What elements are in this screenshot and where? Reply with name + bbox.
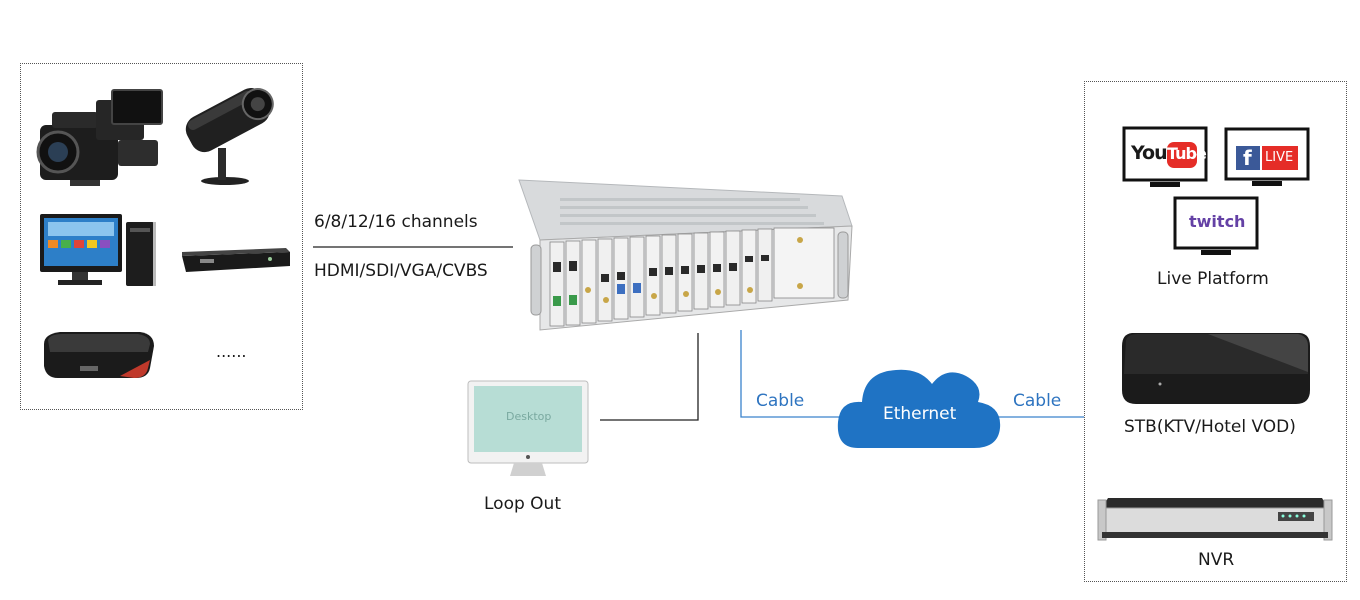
loop-out-label: Loop Out [484, 494, 561, 514]
facebook-live-text: LIVE [1265, 150, 1294, 165]
source-devices-panel [20, 63, 303, 410]
destinations-panel [1084, 81, 1347, 582]
ethernet-line-left [740, 330, 840, 418]
facebook-f-text: f [1243, 146, 1252, 170]
more-devices-ellipsis: ...... [216, 342, 247, 361]
youtube-you-text: You [1131, 142, 1168, 164]
interfaces-label: HDMI/SDI/VGA/CVBS [314, 261, 488, 281]
desktop-screen-text: Desktop [506, 410, 552, 423]
youtube-tube-text: Tube [1167, 144, 1207, 163]
loop-out-line [600, 333, 699, 421]
stb-label: STB(KTV/Hotel VOD) [1124, 417, 1296, 437]
twitch-logo-text: twitch [1189, 212, 1246, 231]
cable-label-left: Cable [756, 391, 805, 411]
channels-label: 6/8/12/16 channels [314, 212, 478, 232]
nvr-label: NVR [1198, 550, 1235, 570]
ethernet-label: Ethernet [883, 404, 957, 424]
live-platform-label: Live Platform [1157, 269, 1269, 289]
cable-label-right: Cable [1013, 391, 1062, 411]
